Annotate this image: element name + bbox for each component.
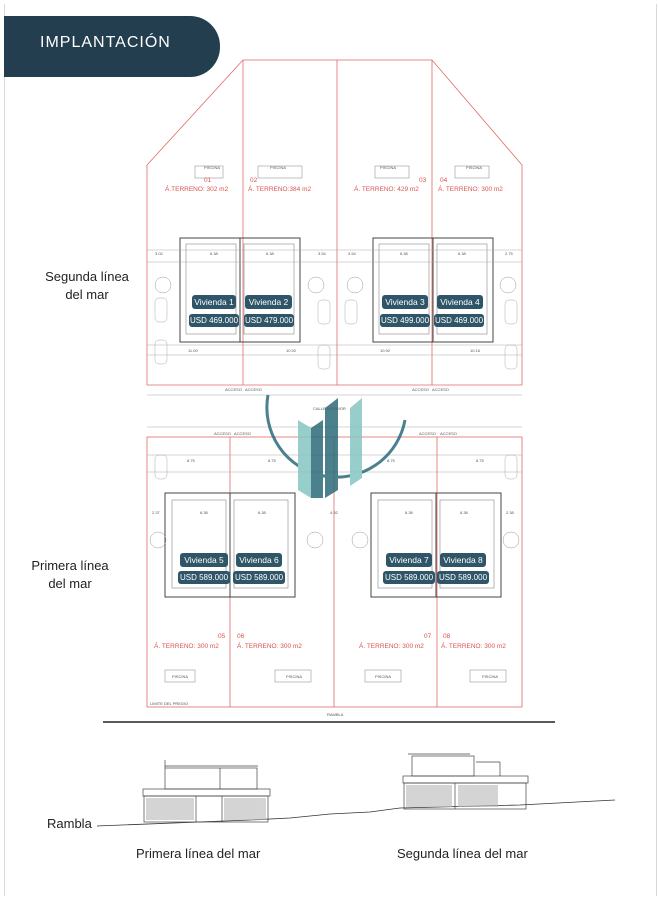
lot-number: 06 xyxy=(237,633,245,640)
access-label: ACCESO xyxy=(214,431,231,436)
pool-label: PISCINA xyxy=(270,165,287,170)
dimension-label: 4.92 xyxy=(330,510,338,515)
elevation-second-line xyxy=(402,753,529,810)
dimension-label: 8.75 xyxy=(387,458,395,463)
dimension-label: 6.38 xyxy=(405,510,413,515)
house-price-badge: USD 589.000 xyxy=(178,571,230,584)
rambla-label: Rambla xyxy=(47,816,92,831)
house-name-badge: Vivienda 8 xyxy=(440,553,486,567)
lot-area: Á. TERRENO: 300 m2 xyxy=(237,643,302,650)
pool-label: PISCINA xyxy=(466,165,483,170)
dimension-label: 8.75 xyxy=(268,458,276,463)
elevation-first-line xyxy=(142,760,271,823)
pool-label: PISCINA xyxy=(375,674,392,679)
access-label: ACCESO xyxy=(245,387,262,392)
dimension-label: 8.75 xyxy=(476,458,484,463)
pool-label: PISCINA xyxy=(482,674,499,679)
lot-area: Á. TERRENO: 300 m2 xyxy=(359,643,424,650)
lot-area: Á. TERRENO:384 m2 xyxy=(248,186,312,193)
dimension-label: 10.92 xyxy=(286,348,297,353)
elevation-second-stone xyxy=(406,785,498,807)
lot-number: 01 xyxy=(204,177,212,184)
lot-area: Á. TERRENO: 300 m2 xyxy=(154,643,219,650)
dimension-label: 10.92 xyxy=(380,348,391,353)
lot-number: 04 xyxy=(440,177,448,184)
limit-label: LIMITE DEL PREDIO xyxy=(150,701,189,706)
cars xyxy=(154,297,518,480)
lot-number: 05 xyxy=(218,633,226,640)
dimension-label: 6.38 xyxy=(266,251,274,256)
street-label: CALLE INTERIOR xyxy=(313,406,346,411)
elevation-first-stone xyxy=(146,798,266,820)
house-name-badge: Vivienda 5 xyxy=(180,553,228,567)
inner-walls xyxy=(171,243,495,589)
watermark-logo xyxy=(265,394,407,498)
second-line-label-1: Segunda línea xyxy=(45,269,129,284)
page-title: IMPLANTACIÓN xyxy=(40,34,171,51)
dimension-label: 10.16 xyxy=(470,348,481,353)
first-line-label: Primera línea del mar xyxy=(15,557,125,593)
lot-area: Á. TERRENO: 300 m2 xyxy=(441,643,506,650)
dimension-label: 6.38 xyxy=(400,251,408,256)
lot-number: 07 xyxy=(424,633,432,640)
dimension-label: 3.54 xyxy=(318,251,326,256)
rambla-plan-label: RAMBLA xyxy=(327,712,344,717)
lot-area: Á. TERRENO: 300 m2 xyxy=(438,186,503,193)
stairs xyxy=(149,276,520,549)
first-line-caption: Primera línea del mar xyxy=(136,846,261,861)
access-label: ACCESO xyxy=(225,387,242,392)
second-line-label-2: del mar xyxy=(65,287,109,302)
lot-number: 08 xyxy=(443,633,451,640)
first-line-label-2: del mar xyxy=(48,576,92,591)
dimension-label: 6.38 xyxy=(458,251,466,256)
dimension-label: 11.00 xyxy=(188,348,198,353)
dimension-label: 2.75 xyxy=(505,251,513,256)
dimension-label: 3.02 xyxy=(155,251,163,256)
lot-number: 03 xyxy=(419,177,427,184)
house-name-badge: Vivienda 1 xyxy=(192,295,236,309)
access-label: ACCESO xyxy=(419,431,436,436)
dimension-label: 6.38 xyxy=(460,510,468,515)
dimension-label: 6.38 xyxy=(200,510,208,515)
access-label: ACCESO xyxy=(432,387,449,392)
access-label: ACCESO xyxy=(412,387,429,392)
house-name-badge: Vivienda 3 xyxy=(382,295,428,309)
house-price-badge: USD 499.000 xyxy=(380,314,430,327)
pool-label: PISCINA xyxy=(204,165,221,170)
access-label: ACCESO xyxy=(440,431,457,436)
house-price-badge: USD 469.000 xyxy=(434,314,484,327)
header-tab xyxy=(4,16,220,77)
house-name-badge: Vivienda 7 xyxy=(386,553,432,567)
lot-area: Á. TERRENO: 429 m2 xyxy=(354,186,419,193)
access-label: ACCESO xyxy=(234,431,251,436)
dimension-label: 8.75 xyxy=(187,458,195,463)
pool-label: PISCINA xyxy=(286,674,303,679)
house-price-badge: USD 589.000 xyxy=(383,571,435,584)
lot-number: 02 xyxy=(250,177,258,184)
pools xyxy=(164,165,507,683)
house-name-badge: Vivienda 2 xyxy=(245,295,292,309)
house-price-badge: USD 479.000 xyxy=(244,314,294,327)
pool-label: PISCINA xyxy=(172,674,189,679)
house-footprints xyxy=(164,237,502,598)
dimension-label: 6.38 xyxy=(210,251,218,256)
house-name-badge: Vivienda 4 xyxy=(437,295,483,309)
second-line-label: Segunda línea del mar xyxy=(32,268,142,304)
house-price-badge: USD 589.000 xyxy=(233,571,285,584)
house-name-badge: Vivienda 6 xyxy=(236,553,282,567)
house-price-badge: USD 469.000 xyxy=(189,314,239,327)
dimension-label: 3.54 xyxy=(348,251,356,256)
second-line-caption: Segunda línea del mar xyxy=(397,846,528,861)
first-line-label-1: Primera línea xyxy=(31,558,109,573)
dimension-label: 2.38 xyxy=(506,510,514,515)
house-price-badge: USD 589.000 xyxy=(437,571,489,584)
page-frame xyxy=(4,4,657,896)
lot-area: Á.TERRENO: 302 m2 xyxy=(165,186,229,193)
dimension-label: 2.37 xyxy=(152,510,160,515)
dimension-label: 6.38 xyxy=(258,510,266,515)
plan-outline xyxy=(146,59,523,708)
pool-label: PISCINA xyxy=(380,165,397,170)
